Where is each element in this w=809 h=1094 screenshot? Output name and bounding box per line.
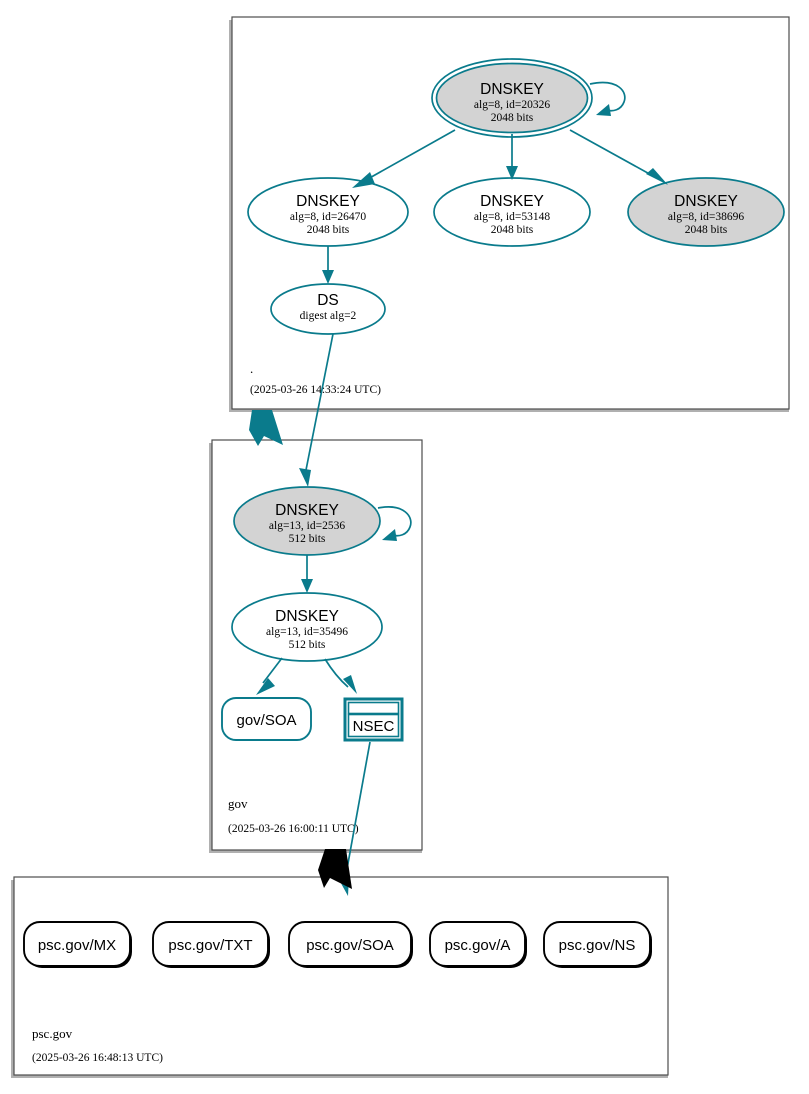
- nsec-label: NSEC: [353, 718, 395, 735]
- node-detail-bits: 2048 bits: [307, 224, 350, 236]
- edge-gov-zsk-to-nsec: [324, 658, 357, 694]
- rrset-label: gov/SOA: [236, 712, 296, 729]
- rrset-label: psc.gov/A: [445, 937, 511, 954]
- zone-cluster-root[interactable]: DNSKEY alg=8, id=20326 2048 bits DNSKEY …: [229, 16, 790, 412]
- zone-cluster-psc-gov[interactable]: psc.gov/MX psc.gov/TXT psc.gov/SOA psc.g…: [11, 876, 669, 1078]
- edge-ksk-to-dnskey-26470: [352, 129, 456, 188]
- ellipse-body: [627, 177, 785, 247]
- node-detail-bits: 2048 bits: [685, 224, 728, 236]
- edge-ksk-to-dnskey-53148: [506, 134, 518, 180]
- zone-label-root-name: .: [250, 361, 253, 376]
- node-title: DNSKEY: [296, 193, 360, 210]
- ellipse-body: [435, 62, 589, 134]
- node-psc-gov-soa-rrset[interactable]: psc.gov/SOA: [288, 921, 413, 968]
- node-root-dnskey-38696[interactable]: DNSKEY alg=8, id=38696 2048 bits: [627, 177, 785, 247]
- nsec-body-band: [347, 713, 400, 738]
- node-detail-bits: 512 bits: [289, 533, 326, 545]
- edge-gov-zsk-to-soa: [256, 657, 283, 695]
- node-gov-dnskey-35496[interactable]: DNSKEY alg=13, id=35496 512 bits: [231, 592, 383, 662]
- node-root-ds-for-gov[interactable]: DS digest alg=2: [270, 283, 386, 335]
- zone-label-psc-name: psc.gov: [32, 1026, 73, 1041]
- node-detail-alg-id: alg=8, id=20326: [474, 99, 550, 111]
- node-root-dnskey-20326[interactable]: DNSKEY alg=8, id=20326 2048 bits: [431, 58, 593, 138]
- node-gov-nsec[interactable]: NSEC: [343, 697, 404, 742]
- rrset-box: [152, 921, 269, 967]
- node-detail-bits: 512 bits: [289, 639, 326, 651]
- rrset-label: psc.gov/NS: [559, 937, 636, 954]
- zone-cluster-gov[interactable]: DNSKEY alg=13, id=2536 512 bits DNSKEY a…: [209, 439, 423, 853]
- rrset-label: psc.gov/MX: [38, 937, 116, 954]
- node-title: DNSKEY: [480, 193, 544, 210]
- node-detail-alg-id: alg=8, id=26470: [290, 211, 366, 223]
- delegation-arrow-gov-to-psc-gov[interactable]: [318, 849, 352, 889]
- zone-label-gov-timestamp: (2025-03-26 16:00:11 UTC): [228, 823, 359, 835]
- rrset-box: [288, 921, 412, 967]
- node-detail-alg-id: alg=13, id=35496: [266, 626, 348, 638]
- node-gov-soa-rrset[interactable]: gov/SOA: [221, 697, 312, 741]
- node-detail-bits: 2048 bits: [491, 224, 534, 236]
- rrset-box: [543, 921, 651, 967]
- delegation-arrow-root-to-gov[interactable]: [249, 410, 283, 446]
- edge-ds-to-gov-dnskey: [299, 333, 334, 487]
- rrset-box: [221, 697, 312, 741]
- node-title: DNSKEY: [480, 81, 544, 98]
- rrset-box: [23, 921, 131, 967]
- node-title: DNSKEY: [275, 608, 339, 625]
- zone-label-root-timestamp: (2025-03-26 14:33:24 UTC): [250, 384, 381, 396]
- node-detail-alg-id: alg=8, id=38696: [668, 211, 744, 223]
- node-psc-gov-a-rrset[interactable]: psc.gov/A: [429, 921, 527, 968]
- zone-label-gov-name: gov: [228, 796, 248, 811]
- edge-root-ksk-self-signature: [589, 81, 626, 116]
- rrset-label: psc.gov/TXT: [168, 937, 252, 954]
- node-title: DNSKEY: [674, 193, 738, 210]
- node-title: DNSKEY: [275, 502, 339, 519]
- edge-gov-ksk-to-zsk: [301, 555, 313, 593]
- node-root-dnskey-26470[interactable]: DNSKEY alg=8, id=26470 2048 bits: [247, 177, 409, 247]
- zone-psc-border: [13, 876, 669, 1076]
- rrset-box: [429, 921, 526, 967]
- node-detail-digest-alg: digest alg=2: [300, 310, 357, 322]
- node-detail-bits: 2048 bits: [491, 112, 534, 124]
- edge-gov-ksk-self-signature: [377, 506, 412, 541]
- edge-dnskey-26470-to-ds: [322, 246, 334, 284]
- node-root-dnskey-53148[interactable]: DNSKEY alg=8, id=53148 2048 bits: [433, 177, 591, 247]
- node-psc-gov-ns-rrset[interactable]: psc.gov/NS: [543, 921, 652, 968]
- node-title: DS: [317, 292, 339, 309]
- zone-label-psc-timestamp: (2025-03-26 16:48:13 UTC): [32, 1052, 163, 1064]
- node-gov-dnskey-2536[interactable]: DNSKEY alg=13, id=2536 512 bits: [233, 486, 381, 556]
- node-psc-gov-txt-rrset[interactable]: psc.gov/TXT: [152, 921, 270, 968]
- node-detail-alg-id: alg=13, id=2536: [269, 520, 345, 532]
- node-detail-alg-id: alg=8, id=53148: [474, 211, 550, 223]
- edge-ksk-to-dnskey-38696: [569, 129, 668, 185]
- nsec-header-band: [347, 701, 400, 715]
- rrset-label: psc.gov/SOA: [306, 937, 394, 954]
- node-psc-gov-mx-rrset[interactable]: psc.gov/MX: [23, 921, 132, 968]
